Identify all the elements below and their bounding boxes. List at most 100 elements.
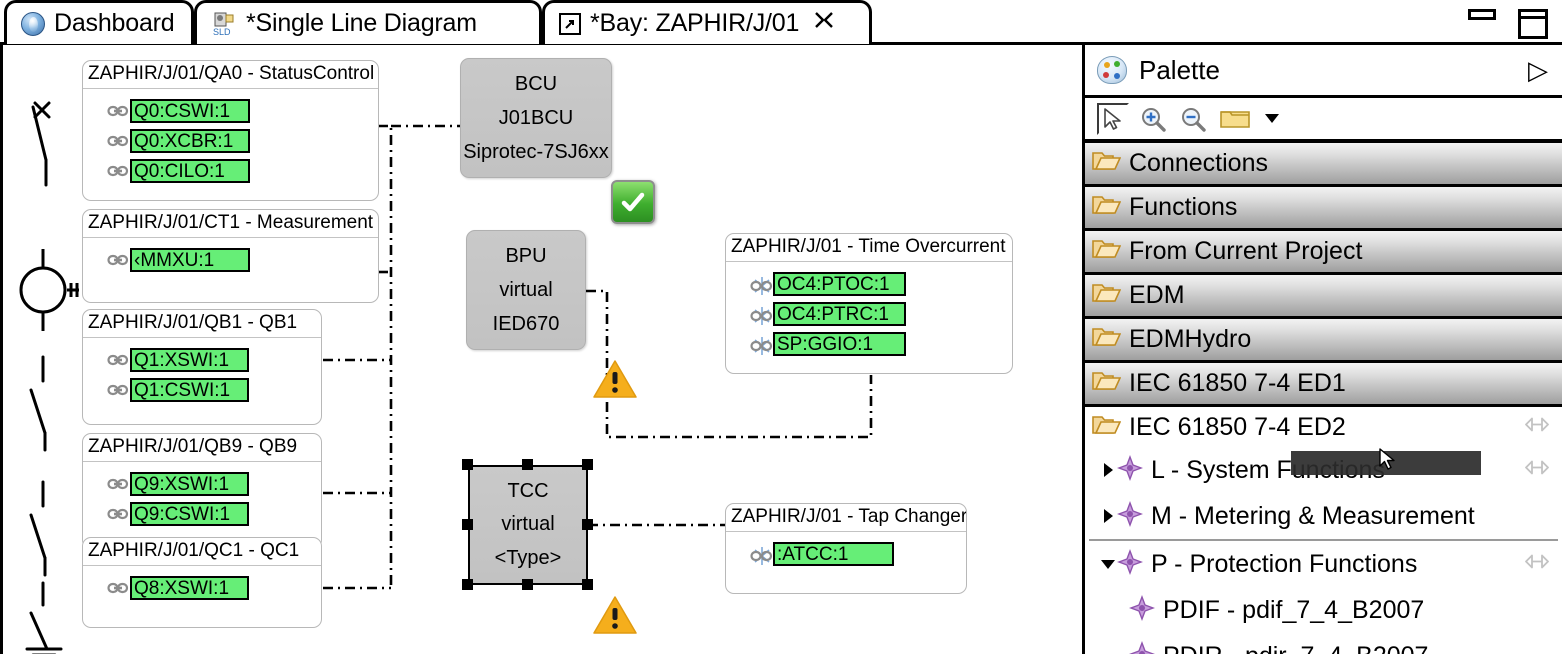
ied-bcu-instance: J01BCU	[498, 106, 574, 129]
ln-group-qb1-body: Q1:XSWI:1 Q1:CSWI:1	[83, 338, 321, 413]
ln-item[interactable]: Q9:XSWI:1	[83, 472, 321, 497]
selection-handle-sw[interactable]	[462, 579, 473, 590]
ln-item[interactable]: Q1:XSWI:1	[83, 348, 321, 373]
palette-folder-label: IEC 61850 7-4 ED1	[1129, 369, 1346, 397]
selection-handle-nw[interactable]	[462, 459, 473, 470]
select-tool-icon[interactable]	[1097, 102, 1129, 135]
palette-tree-item-p-protection-functions[interactable]: P - Protection Functions	[1085, 541, 1562, 587]
link-chain-icon	[107, 352, 129, 368]
ln-item-tag: Q8:XSWI:1	[130, 576, 249, 601]
ln-group-qb1[interactable]: ZAPHIR/J/01/QB1 - QB1 Q1:XSWI:1 Q1:CSWI:…	[82, 309, 322, 425]
layout-tool-icon[interactable]	[1217, 103, 1253, 135]
ln-group-qc1-title: ZAPHIR/J/01/QC1 - QC1	[83, 538, 321, 566]
ln-item[interactable]: :ATCC:1	[726, 542, 966, 567]
pin-icon[interactable]	[1524, 553, 1550, 576]
status-ok-badge[interactable]	[611, 180, 655, 224]
selection-handle-ne[interactable]	[582, 459, 593, 470]
palette-header: Palette ▷	[1085, 45, 1562, 98]
connection-lines	[323, 124, 873, 590]
tab-single-line-diagram-label: *Single Line Diagram	[246, 9, 477, 37]
palette-folder-connections[interactable]: Connections	[1085, 143, 1562, 187]
maximize-button[interactable]	[1518, 9, 1548, 39]
palette-folder-iec-61850-7-4-ed2[interactable]: IEC 61850 7-4 ED2	[1085, 407, 1562, 447]
ln-group-qa0[interactable]: ZAPHIR/J/01/QA0 - StatusControl Q0:CSWI:…	[82, 60, 379, 201]
tab-bar: Dashboard SLD *Single Line Diagram *Bay:…	[0, 0, 1562, 45]
expand-panel-icon[interactable]: ▷	[1528, 55, 1548, 85]
palette-tree-item-l-system-functions[interactable]: L - System Functions	[1085, 447, 1562, 493]
status-warning-badge-bpu[interactable]	[591, 357, 639, 401]
folder-icon	[1091, 237, 1122, 266]
ln-group-qb9-body: Q9:XSWI:1 Q9:CSWI:1	[83, 462, 321, 537]
ln-item-tag: Q1:XSWI:1	[130, 348, 249, 373]
palette-tree-item-m-metering-measurement[interactable]: M - Metering & Measurement	[1085, 493, 1562, 539]
ln-item[interactable]: OC4:PTRC:1	[726, 302, 1012, 327]
tab-dashboard[interactable]: Dashboard	[4, 0, 194, 44]
ied-node-bpu[interactable]: BPU virtual IED670	[466, 230, 586, 350]
ln-group-tap-changer[interactable]: ZAPHIR/J/01 - Tap Changer :ATCC:1	[725, 503, 967, 594]
palette-folder-edm[interactable]: EDM	[1085, 275, 1562, 319]
palette-panel: Palette ▷	[1085, 45, 1562, 654]
selection-handle-w[interactable]	[462, 519, 473, 530]
ln-item[interactable]: OC4:PTOC:1	[726, 272, 1012, 297]
ln-item[interactable]: Q0:CSWI:1	[83, 99, 378, 124]
ied-tcc-type: <Type>	[494, 546, 562, 569]
ln-group-ct1[interactable]: ZAPHIR/J/01/CT1 - Measurement ‹MMXU:1	[82, 209, 379, 303]
ied-bpu-type: IED670	[492, 312, 560, 335]
window-controls	[1468, 9, 1548, 39]
palette-folder-iec-61850-7-4-ed1[interactable]: IEC 61850 7-4 ED1	[1085, 363, 1562, 407]
ln-item[interactable]: ‹MMXU:1	[83, 248, 378, 273]
ln-group-time-overcurrent[interactable]: ZAPHIR/J/01 - Time Overcurrent OC4:PTOC:…	[725, 233, 1013, 374]
palette-folder-functions[interactable]: Functions	[1085, 187, 1562, 231]
palette-folder-label: EDMHydro	[1129, 325, 1252, 353]
minimize-button[interactable]	[1468, 9, 1496, 20]
palette-tree-label: PDIR - pdir_7_4_B2007	[1163, 642, 1428, 654]
tab-single-line-diagram[interactable]: SLD *Single Line Diagram	[194, 0, 542, 44]
pin-icon[interactable]	[1524, 416, 1550, 439]
palette-folder-label: Functions	[1129, 193, 1238, 221]
ln-item-tag: OC4:PTOC:1	[773, 272, 906, 297]
ied-node-bcu[interactable]: BCU J01BCU Siprotec-7SJ6xx	[460, 58, 612, 178]
ied-node-tcc[interactable]: TCC virtual <Type>	[468, 465, 588, 585]
canvas-divider	[1082, 45, 1085, 654]
close-icon[interactable]	[812, 9, 836, 38]
zoom-in-icon[interactable]	[1137, 103, 1169, 135]
sld-icon: SLD	[211, 11, 237, 37]
ln-group-qa0-body: Q0:CSWI:1 Q0:XCBR:1 Q0:CILO:1	[83, 89, 378, 194]
ln-group-qb9[interactable]: ZAPHIR/J/01/QB9 - QB9 Q9:XSWI:1 Q9:CSWI:…	[82, 433, 322, 549]
tab-bay-zaphir-label: *Bay: ZAPHIR/J/01	[590, 9, 800, 37]
earth-switch-symbol	[25, 581, 63, 654]
selection-handle-s[interactable]	[522, 579, 533, 590]
ln-item[interactable]: Q0:CILO:1	[83, 159, 378, 184]
ln-group-qb1-title: ZAPHIR/J/01/QB1 - QB1	[83, 310, 321, 338]
ln-item-tag: Q0:CILO:1	[130, 159, 250, 184]
selection-handle-se[interactable]	[582, 579, 593, 590]
folder-icon	[1091, 369, 1122, 398]
bay-diagram-canvas[interactable]: ZAPHIR/J/01/QA0 - StatusControl Q0:CSWI:…	[0, 45, 1085, 654]
ln-item[interactable]: Q0:XCBR:1	[83, 129, 378, 154]
chevron-down-icon[interactable]	[1265, 114, 1279, 123]
pin-icon[interactable]	[1524, 459, 1550, 482]
broken-link-icon	[750, 546, 773, 566]
zoom-out-icon[interactable]	[1177, 103, 1209, 135]
ln-item[interactable]: Q8:XSWI:1	[83, 576, 321, 601]
link-chain-icon	[107, 163, 129, 179]
logical-node-icon	[1129, 594, 1155, 626]
palette-tree-item-pdif[interactable]: PDIF - pdif_7_4_B2007	[1085, 587, 1562, 633]
chevron-right-icon[interactable]	[1099, 463, 1117, 477]
tab-bay-zaphir[interactable]: *Bay: ZAPHIR/J/01	[542, 0, 872, 44]
palette-folder-from-current-project[interactable]: From Current Project	[1085, 231, 1562, 275]
palette-folder-label: EDM	[1129, 281, 1185, 309]
ln-item[interactable]: Q9:CSWI:1	[83, 502, 321, 527]
chevron-down-icon[interactable]	[1099, 559, 1117, 569]
ln-item[interactable]: SP:GGIO:1	[726, 332, 1012, 357]
logical-node-icon	[1117, 454, 1143, 486]
selection-handle-n[interactable]	[522, 459, 533, 470]
ln-group-qc1[interactable]: ZAPHIR/J/01/QC1 - QC1 Q8:XSWI:1	[82, 537, 322, 628]
chevron-right-icon[interactable]	[1099, 509, 1117, 523]
selection-handle-e[interactable]	[582, 519, 593, 530]
palette-tree-item-pdir[interactable]: PDIR - pdir_7_4_B2007	[1085, 633, 1562, 654]
palette-folder-edmhydro[interactable]: EDMHydro	[1085, 319, 1562, 363]
palette-folder-label: IEC 61850 7-4 ED2	[1129, 412, 1346, 441]
status-warning-badge-tcc[interactable]	[591, 593, 639, 637]
ln-item[interactable]: Q1:CSWI:1	[83, 378, 321, 403]
